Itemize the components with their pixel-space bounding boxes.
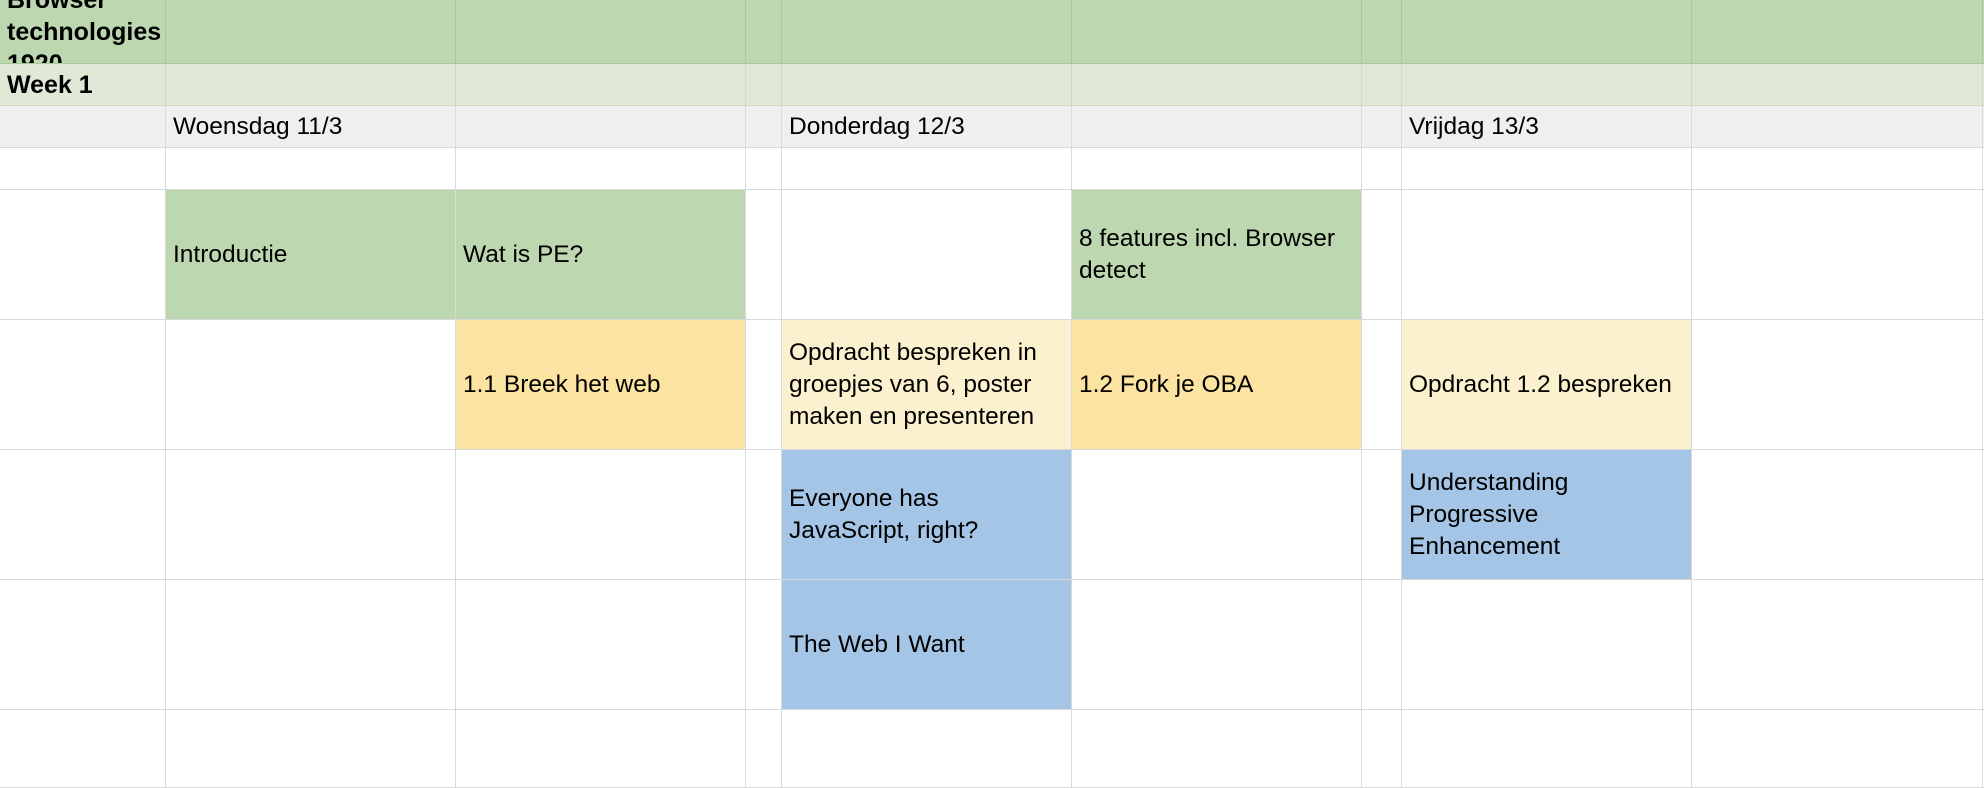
- week-cell[interactable]: Week 1: [0, 64, 166, 106]
- cell[interactable]: [1072, 64, 1362, 106]
- cell[interactable]: [456, 148, 746, 190]
- cell[interactable]: [746, 320, 782, 450]
- cell[interactable]: [1072, 148, 1362, 190]
- cell[interactable]: [746, 0, 782, 64]
- cell[interactable]: [166, 320, 456, 450]
- cell[interactable]: [782, 710, 1072, 788]
- cell[interactable]: [1692, 450, 1983, 580]
- cell[interactable]: [746, 710, 782, 788]
- title-cell[interactable]: Browser technologies 1920: [0, 0, 166, 64]
- cell[interactable]: [1402, 0, 1692, 64]
- cell[interactable]: [1692, 190, 1983, 320]
- cell[interactable]: [1692, 580, 1983, 710]
- cell[interactable]: [1362, 580, 1402, 710]
- cell[interactable]: [746, 190, 782, 320]
- assignment-fork-je-oba[interactable]: 1.2 Fork je OBA: [1072, 320, 1362, 450]
- cell[interactable]: [782, 190, 1072, 320]
- cell[interactable]: [1362, 64, 1402, 106]
- cell[interactable]: [0, 710, 166, 788]
- cell[interactable]: [166, 64, 456, 106]
- cell[interactable]: [1402, 710, 1692, 788]
- cell[interactable]: [1692, 64, 1983, 106]
- cell[interactable]: [1402, 64, 1692, 106]
- cell[interactable]: [1362, 148, 1402, 190]
- cell[interactable]: [0, 148, 166, 190]
- talk-the-web-i-want[interactable]: The Web I Want: [782, 580, 1072, 710]
- cell[interactable]: [0, 320, 166, 450]
- cell[interactable]: [1362, 710, 1402, 788]
- cell[interactable]: [456, 64, 746, 106]
- cell[interactable]: [1362, 190, 1402, 320]
- cell[interactable]: [1072, 106, 1362, 148]
- assignment-breek-het-web[interactable]: 1.1 Breek het web: [456, 320, 746, 450]
- cell[interactable]: [1692, 106, 1983, 148]
- cell[interactable]: [0, 106, 166, 148]
- cell[interactable]: [1692, 710, 1983, 788]
- cell[interactable]: [746, 64, 782, 106]
- day-header-wednesday[interactable]: Woensdag 11/3: [166, 106, 456, 148]
- activity-opdracht-bespreken[interactable]: Opdracht bespreken in groepjes van 6, po…: [782, 320, 1072, 450]
- cell[interactable]: [746, 106, 782, 148]
- cell[interactable]: [1692, 148, 1983, 190]
- cell[interactable]: [166, 580, 456, 710]
- cell[interactable]: [1402, 148, 1692, 190]
- cell[interactable]: [1362, 106, 1402, 148]
- cell[interactable]: [746, 148, 782, 190]
- cell[interactable]: [1402, 190, 1692, 320]
- cell[interactable]: [1692, 320, 1983, 450]
- cell[interactable]: [166, 0, 456, 64]
- day-header-thursday[interactable]: Donderdag 12/3: [782, 106, 1072, 148]
- cell[interactable]: [166, 450, 456, 580]
- cell[interactable]: [456, 106, 746, 148]
- cell[interactable]: [166, 148, 456, 190]
- cell[interactable]: [1692, 0, 1983, 64]
- cell[interactable]: [1072, 0, 1362, 64]
- cell[interactable]: [456, 580, 746, 710]
- cell[interactable]: [1362, 450, 1402, 580]
- cell[interactable]: [0, 190, 166, 320]
- day-header-friday[interactable]: Vrijdag 13/3: [1402, 106, 1692, 148]
- talk-everyone-has-javascript[interactable]: Everyone has JavaScript, right?: [782, 450, 1072, 580]
- cell[interactable]: [1362, 0, 1402, 64]
- cell[interactable]: [456, 710, 746, 788]
- cell[interactable]: [782, 0, 1072, 64]
- cell[interactable]: [0, 580, 166, 710]
- cell[interactable]: [1072, 580, 1362, 710]
- cell[interactable]: [1402, 580, 1692, 710]
- cell[interactable]: [782, 148, 1072, 190]
- cell[interactable]: [1072, 710, 1362, 788]
- cell[interactable]: [456, 0, 746, 64]
- cell[interactable]: [166, 710, 456, 788]
- activity-opdracht-1-2-bespreken[interactable]: Opdracht 1.2 bespreken: [1402, 320, 1692, 450]
- cell[interactable]: [0, 450, 166, 580]
- cell[interactable]: [1072, 450, 1362, 580]
- talk-understanding-pe[interactable]: Understanding Progressive Enhancement: [1402, 450, 1692, 580]
- session-8-features[interactable]: 8 features incl. Browser detect: [1072, 190, 1362, 320]
- cell[interactable]: [782, 64, 1072, 106]
- cell[interactable]: [456, 450, 746, 580]
- session-wat-is-pe[interactable]: Wat is PE?: [456, 190, 746, 320]
- cell[interactable]: [746, 580, 782, 710]
- cell[interactable]: [746, 450, 782, 580]
- session-introductie[interactable]: Introductie: [166, 190, 456, 320]
- cell[interactable]: [1362, 320, 1402, 450]
